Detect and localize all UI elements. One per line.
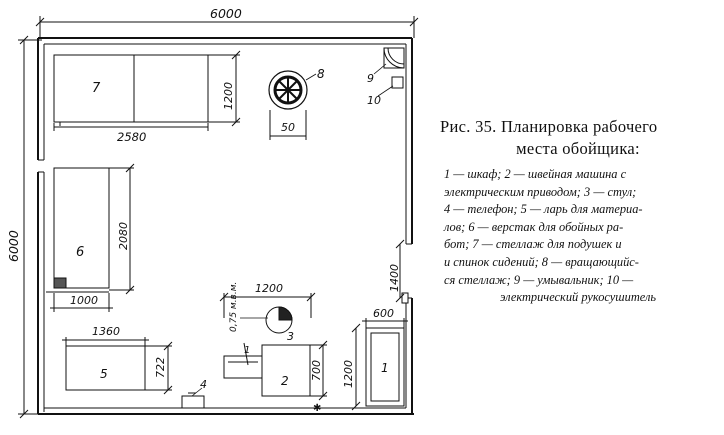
legend-line: бот; 7 — стеллаж для подушек и — [444, 237, 622, 252]
legend-line: 1 — шкаф; 2 — швейная машина с — [444, 167, 627, 181]
rotating-rack-item-8 — [268, 70, 308, 110]
legend-line: электрическим приводом; 3 — стул; — [444, 184, 637, 199]
dimension-table-width-label: 1000 — [70, 294, 98, 307]
label-8: 8 — [317, 67, 325, 81]
dimension-machine-area — [219, 292, 316, 318]
label-3: 3 — [287, 330, 294, 343]
dimension-rack-width-label: 2580 — [117, 130, 146, 144]
wash-basin-item-9 — [383, 47, 405, 69]
dimension-table-length — [109, 163, 135, 295]
label-5: 5 — [100, 367, 108, 381]
dimension-door — [395, 239, 405, 303]
caption-title-line-1: Рис. 35. Планировка рабочего — [440, 117, 658, 136]
label-10: 10 — [367, 94, 381, 107]
wall-mark: ✱ — [313, 403, 321, 414]
legend-line: электрический рукосушитель — [499, 290, 657, 305]
legend-line: лов; 6 — верстак для обойных ра- — [444, 219, 624, 234]
dimension-dryer — [269, 110, 307, 140]
room-walls — [37, 37, 414, 415]
dimension-chest-depth — [145, 341, 173, 395]
workbench-item-6 — [46, 167, 110, 293]
dimension-rack-depth-label: 1200 — [222, 82, 235, 110]
dimension-shelf-depth-label: 1200 — [342, 360, 355, 388]
caption-title-line-2: места обойщика: — [516, 139, 640, 158]
dimension-machine-depth — [310, 340, 328, 401]
telephone-item-4 — [181, 392, 205, 409]
label-7: 7 — [92, 81, 101, 96]
dimension-door-label: 1400 — [388, 264, 401, 292]
label-2: 2 — [281, 374, 289, 388]
dimension-chest-width-label: 1360 — [92, 325, 120, 338]
dimension-dryer-label: 50 — [281, 121, 295, 134]
hand-dryer-item-10 — [391, 76, 404, 89]
dimension-machine-depth-label: 700 — [310, 360, 323, 381]
floor-plan: 6000 6000 1400 — [6, 6, 419, 419]
dimension-total-width-label: 6000 — [210, 6, 242, 21]
label-9: 9 — [367, 72, 374, 85]
dimension-table-width — [50, 293, 113, 312]
label-4: 4 — [200, 378, 207, 391]
figure-legend: 1 — шкаф; 2 — швейная машина с электриче… — [444, 166, 712, 307]
chair-item-3 — [265, 306, 293, 334]
label-1: 1 — [381, 361, 389, 375]
chair-radius-label: 0,75 м.в.м. — [229, 282, 239, 332]
legend-line: и спинок сидений; 8 — вращающийс- — [444, 254, 639, 269]
dimension-chest-depth-label: 722 — [154, 357, 167, 378]
chest-item-5 — [62, 337, 149, 391]
dimension-rack-width — [53, 123, 209, 131]
dimension-machine-area-label: 1200 — [255, 282, 283, 295]
label-1-near-machine: 1 — [244, 345, 250, 356]
sewing-machine-item-2 — [223, 342, 311, 397]
rack-item-7 — [53, 54, 209, 126]
dimension-total-width — [35, 16, 419, 38]
legend-line: ся стеллаж; 9 — умывальник; 10 — — [444, 272, 634, 287]
dimension-shelf-depth — [351, 323, 361, 411]
dimension-rack-depth — [208, 50, 241, 127]
dimension-table-length-label: 2080 — [117, 222, 130, 250]
cabinet-item-1 — [362, 318, 408, 407]
label-6: 6 — [76, 245, 84, 260]
figure-caption-title: Рис. 35. Планировка рабочего места обойщ… — [438, 116, 718, 160]
legend-line: 4 — телефон; 5 — ларь для материа- — [444, 202, 643, 217]
dimension-shelf-width-label: 600 — [373, 307, 394, 320]
dimension-total-height-label: 6000 — [6, 230, 21, 262]
